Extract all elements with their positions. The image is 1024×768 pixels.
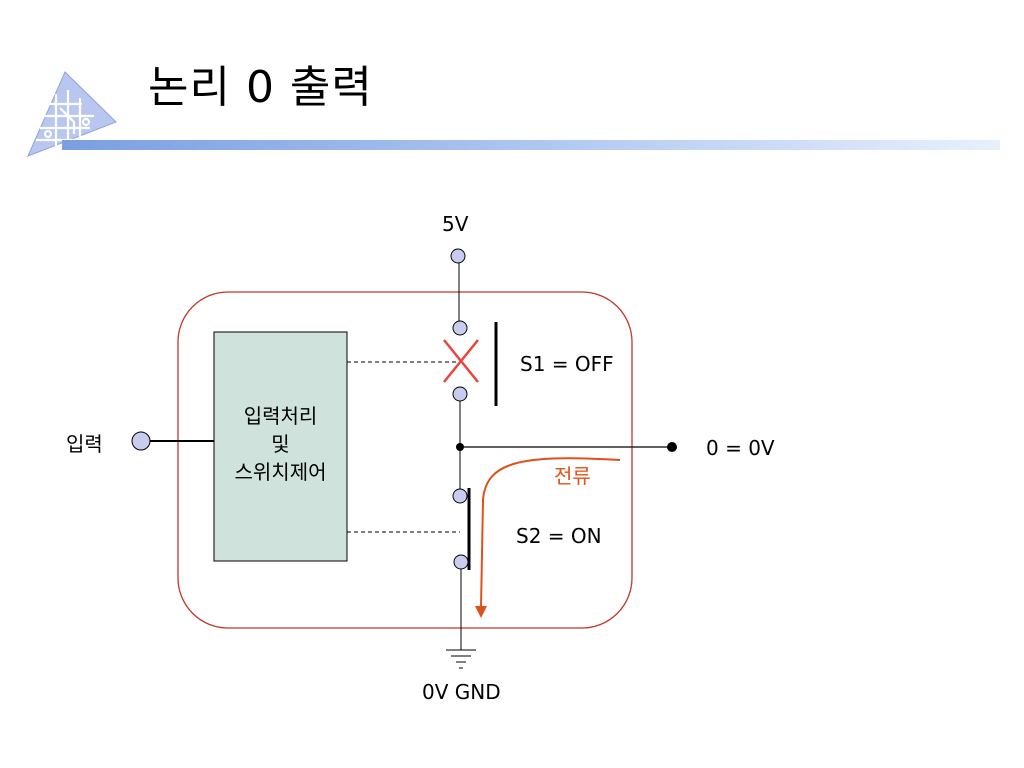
title-underline-bar <box>62 140 1000 150</box>
input-terminal <box>131 431 151 451</box>
current-flow-arrow <box>480 457 621 609</box>
ground-symbol-icon <box>446 649 476 669</box>
input-label: 입력 <box>66 432 103 456</box>
block-label-line: 및 <box>271 432 290 456</box>
supply-voltage-label: 5V <box>442 212 469 236</box>
input-processing-block <box>213 331 348 562</box>
output-value-label: 0 = 0V <box>706 436 775 460</box>
block-label-line: 스위치제어 <box>234 460 327 484</box>
s1-state-label: S1 = OFF <box>520 352 614 376</box>
current-arrow-head <box>475 606 487 618</box>
supply-terminal <box>450 248 466 264</box>
s1-bottom-contact <box>452 386 468 402</box>
output-junction-dot <box>456 443 464 451</box>
current-label: 전류 <box>554 464 591 488</box>
ground-label: 0V GND <box>422 680 501 704</box>
s2-top-contact <box>452 488 468 504</box>
slide-title: 논리 0 출력 <box>148 62 373 113</box>
output-module-boundary <box>177 291 633 629</box>
s2-state-label: S2 = ON <box>516 524 602 548</box>
block-label-line: 입력처리 <box>243 404 318 428</box>
s1-top-contact <box>452 320 468 336</box>
input-processing-block-label: 입력처리 및 스위치제어 <box>214 402 347 486</box>
s1-off-mark-icon <box>443 339 479 383</box>
output-terminal-dot <box>667 442 677 452</box>
s2-bottom-contact <box>453 554 469 570</box>
